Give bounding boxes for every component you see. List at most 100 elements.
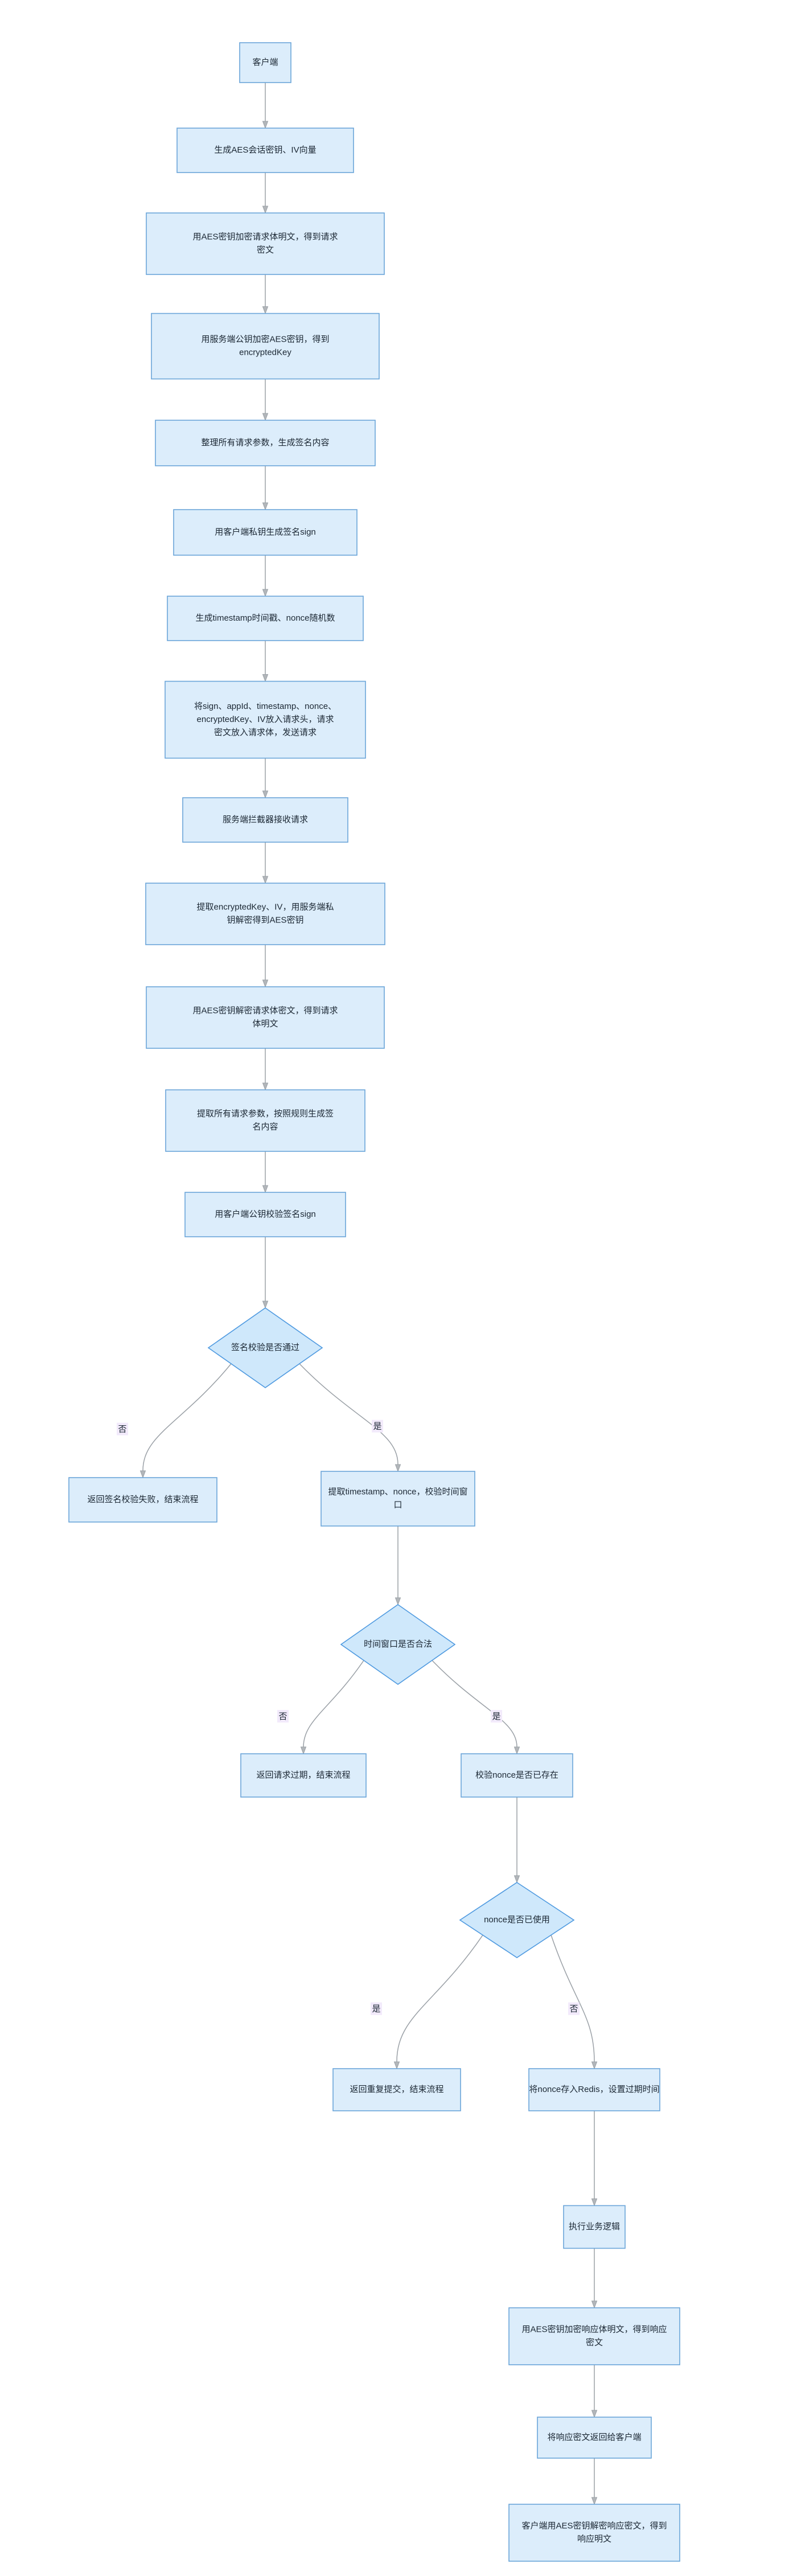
edge-label: 是: [371, 2002, 382, 2015]
node-label: 响应明文: [577, 2533, 611, 2544]
flow-edge: [262, 1237, 269, 1309]
node-label: 校验nonce是否已存在: [475, 1770, 558, 1780]
process-node[interactable]: 执行业务逻辑: [563, 2205, 626, 2249]
svg-text:否: 否: [118, 1425, 126, 1434]
node-label: 签名校验是否通过: [231, 1343, 299, 1352]
flow-edge: [395, 1526, 401, 1606]
flow-edge: [262, 173, 269, 214]
node-label: 用客户端私钥生成签名sign: [215, 527, 316, 537]
edge-label: 是: [372, 1420, 383, 1433]
node-label: 时间窗口是否合法: [364, 1639, 432, 1649]
svg-text:否: 否: [569, 2004, 578, 2014]
node-label: 用AES密钥加密响应体明文，得到响应: [521, 2324, 667, 2334]
flow-edge: [262, 83, 269, 129]
process-node[interactable]: 生成timestamp时间戳、nonce随机数: [167, 596, 364, 641]
node-label: 密文: [586, 2337, 603, 2347]
decision-node[interactable]: 签名校验是否通过: [207, 1307, 323, 1388]
flow-edge: [300, 1660, 364, 1755]
process-node[interactable]: 将sign、appId、timestamp、nonce、 encryptedKey…: [165, 680, 366, 759]
node-label: 用AES密钥加密请求体明文，得到请求: [192, 232, 338, 241]
node-label: 口: [393, 1500, 402, 1509]
process-node[interactable]: 用客户端公钥校验签名sign: [184, 1192, 346, 1237]
flow-edge: [262, 758, 269, 799]
flow-edge: [432, 1660, 520, 1755]
node-label: 客户端: [252, 58, 278, 67]
node-label: 返回重复提交，结束流程: [350, 2084, 443, 2094]
flow-edge: [262, 1151, 269, 1193]
node-label: 服务端拦截器接收请求: [223, 815, 308, 825]
edge-label: 否: [277, 1710, 289, 1723]
node-label: 将sign、appId、timestamp、nonce、: [194, 702, 336, 711]
process-node[interactable]: 返回重复提交，结束流程: [332, 2068, 461, 2111]
node-label: 用客户端公钥校验签名sign: [215, 1209, 316, 1219]
flow-edge: [262, 555, 269, 597]
node-label: 提取encryptedKey、IV，用服务端私: [197, 902, 334, 912]
process-node[interactable]: 返回请求过期，结束流程: [240, 1753, 367, 1798]
node-label: 提取所有请求参数，按照规则生成签: [197, 1109, 334, 1118]
decision-node[interactable]: 时间窗口是否合法: [340, 1604, 456, 1685]
process-node[interactable]: 校验nonce是否已存在: [461, 1753, 573, 1798]
svg-text:是: 是: [372, 2004, 380, 2014]
process-node[interactable]: 客户端: [239, 42, 291, 83]
node-label: nonce是否已使用: [484, 1915, 550, 1925]
node-label: 名内容: [252, 1122, 278, 1131]
process-node[interactable]: 生成AES会话密钥、IV向量: [176, 128, 354, 173]
edge-label: 否: [117, 1422, 128, 1435]
flow-edge: [139, 1363, 232, 1479]
edge-labels-layer: 否是否是是否: [117, 1420, 580, 2015]
svg-text:是: 是: [373, 1422, 381, 1431]
node-label: 客户端用AES密钥解密响应密文，得到: [521, 2520, 667, 2530]
svg-text:否: 否: [278, 1712, 287, 1721]
flow-edge: [591, 2111, 598, 2206]
process-node[interactable]: 用客户端私钥生成签名sign: [173, 509, 358, 556]
flow-edge: [513, 1797, 520, 1884]
node-label: 体明文: [252, 1019, 278, 1028]
edge-label: 是: [491, 1710, 502, 1723]
node-label: 用AES密钥解密请求体密文，得到请求: [192, 1006, 338, 1015]
svg-text:是: 是: [492, 1712, 500, 1721]
node-label: 密文放入请求体，发送请求: [214, 728, 317, 737]
flow-edge: [591, 2248, 598, 2309]
nodes-layer: 客户端生成AES会话密钥、IV向量用AES密钥加密请求体明文，得到请求密文用服务…: [68, 42, 680, 2562]
edges-layer: [139, 83, 598, 2505]
flow-edge: [262, 274, 269, 314]
flow-edge: [262, 945, 269, 988]
process-node[interactable]: 用服务端公钥加密AES密钥，得到 encryptedKey: [151, 313, 380, 380]
flow-edge: [262, 379, 269, 421]
flow-edge: [299, 1363, 401, 1472]
flow-edge: [393, 1934, 483, 2070]
flow-edge: [262, 1048, 269, 1091]
node-label: 返回请求过期，结束流程: [256, 1770, 350, 1780]
decision-node[interactable]: nonce是否已使用: [459, 1882, 575, 1958]
process-node[interactable]: 服务端拦截器接收请求: [182, 797, 348, 843]
node-label: 整理所有请求参数，生成签名内容: [201, 438, 329, 448]
process-node[interactable]: 返回签名校验失败，结束流程: [68, 1477, 217, 1523]
node-label: 密文: [257, 245, 274, 255]
node-label: encryptedKey: [239, 347, 291, 357]
flow-edge: [262, 641, 269, 682]
process-node[interactable]: 将响应密文返回给客户端: [537, 2417, 652, 2459]
process-node[interactable]: 整理所有请求参数，生成签名内容: [155, 420, 376, 466]
flow-edge: [591, 2458, 598, 2505]
flow-edge: [550, 1935, 598, 2070]
node-label: 用服务端公钥加密AES密钥，得到: [201, 334, 329, 344]
node-label: 提取timestamp、nonce，校验时间窗: [328, 1486, 467, 1496]
node-label: 钥解密得到AES密钥: [227, 915, 303, 925]
node-label: 生成AES会话密钥、IV向量: [214, 145, 316, 155]
edge-label: 否: [568, 2002, 580, 2015]
node-label: encryptedKey、IV放入请求头，请求: [197, 715, 334, 724]
flow-edge: [262, 842, 269, 884]
node-label: 将响应密文返回给客户端: [547, 2432, 641, 2442]
process-node[interactable]: 将nonce存入Redis，设置过期时间: [528, 2068, 660, 2111]
node-label: 生成timestamp时间戳、nonce随机数: [195, 613, 335, 623]
flow-edge: [591, 2365, 598, 2418]
